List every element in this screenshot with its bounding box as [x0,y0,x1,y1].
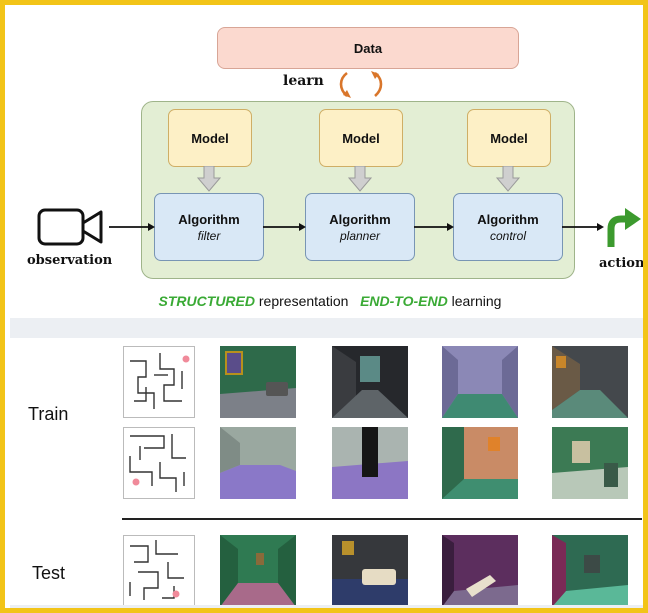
train-label: Train [28,404,69,424]
algorithm-subtitle: control [489,228,527,243]
down-arrow-icon [197,166,221,192]
maze-map-image [123,427,195,499]
learn-label: learn [283,73,324,89]
scene-image [332,427,408,499]
action-arrow-icon [607,208,641,247]
examples-panel: Train Test [10,338,643,608]
scene-image [552,346,628,418]
caption-structured: STRUCTURED [158,293,255,309]
test-label: Test [32,563,66,583]
scene-image [332,346,408,418]
train-test-divider [122,518,642,520]
model-label: Model [342,130,380,146]
maze-map-image [123,535,195,607]
algorithm-control-box: Algorithm control [453,193,563,261]
flow-arrows [109,223,604,231]
down-arrow-icon [496,166,520,192]
down-arrow-icon [348,166,372,192]
model-label: Model [191,130,229,146]
data-box: Data [217,27,519,69]
scene-image [332,535,408,607]
scene-image [442,535,518,607]
caption-learning: learning [451,293,502,309]
scene-image [220,535,296,607]
model-label: Model [490,130,528,146]
learn-cycle-icon [339,71,383,98]
data-label: Data [353,40,383,56]
scene-image [442,427,518,499]
pipeline-diagram: Data learn Model Model Model [15,13,645,318]
scene-image [442,346,518,418]
caption-representation: representation [258,293,349,309]
algorithm-title: Algorithm [329,211,391,227]
maze-map-image [123,346,195,418]
action-label: action [599,256,645,271]
algorithm-title: Algorithm [178,211,240,227]
camera-icon [37,208,103,246]
algorithm-subtitle: planner [339,228,381,243]
model-box-planner: Model [319,109,403,167]
scene-image [552,427,628,499]
bottom-strip [10,605,643,608]
model-box-filter: Model [168,109,252,167]
scene-image [220,346,296,418]
separator-band [10,318,643,338]
algorithm-planner-box: Algorithm planner [305,193,415,261]
algorithm-title: Algorithm [477,211,539,227]
algorithm-subtitle: filter [197,228,221,243]
scene-image [552,535,628,607]
scene-image [220,427,296,499]
caption-end-to-end: END-TO-END [360,293,448,309]
model-box-control: Model [467,109,551,167]
observation-label: observation [27,253,113,268]
caption: STRUCTURED representation END-TO-END lea… [15,293,643,309]
